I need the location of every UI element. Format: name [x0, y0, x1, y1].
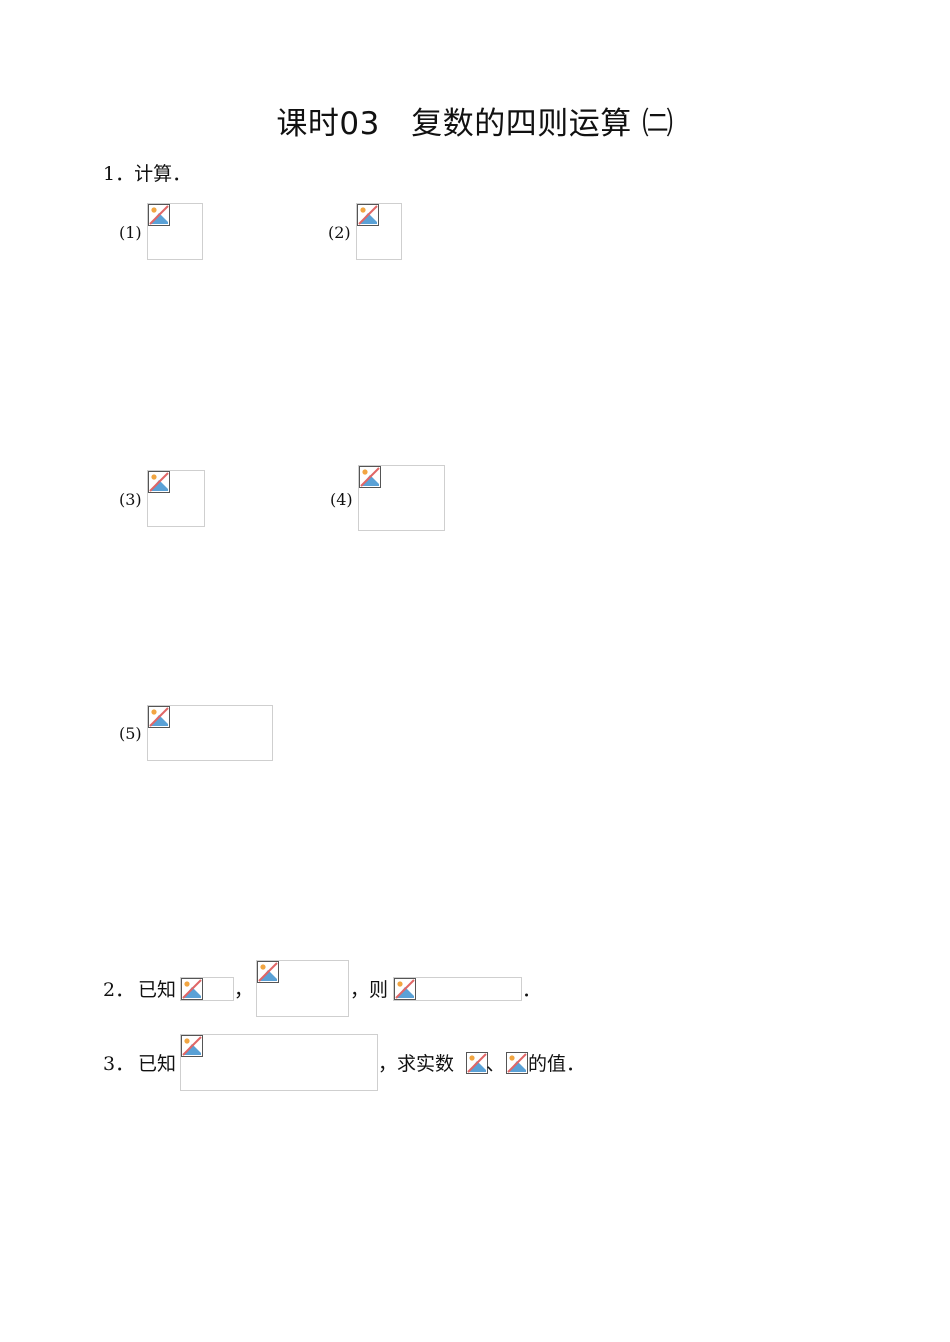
formula-image-3 — [147, 470, 205, 527]
formula-image-5 — [147, 705, 273, 761]
broken-image-icon — [257, 961, 279, 983]
question-2-then: ，则 — [350, 979, 389, 1001]
question-3-number: 3． — [103, 1053, 135, 1075]
question-2-end: ． — [522, 979, 542, 1001]
formula-image-1 — [147, 203, 203, 260]
part-2-label: (2) — [328, 223, 351, 242]
question-3-end: 的值． — [528, 1053, 586, 1075]
part-4-label: (4) — [330, 490, 353, 509]
question-1-label: 1．计算． — [103, 163, 192, 185]
formula-image-2 — [356, 203, 402, 260]
formula-image-q2-b — [256, 960, 349, 1017]
formula-image-q2-c — [393, 977, 522, 1001]
formula-image-4 — [358, 465, 445, 531]
question-3-separator: 、 — [486, 1053, 506, 1075]
question-2-known: 已知 — [138, 979, 177, 1001]
broken-image-icon — [466, 1052, 488, 1074]
broken-image-icon — [181, 978, 203, 1000]
formula-image-q2-a — [180, 977, 234, 1001]
broken-image-icon — [394, 978, 416, 1000]
question-2-comma-1: ， — [234, 979, 254, 1001]
broken-image-icon — [181, 1035, 203, 1057]
page-title: 课时03 复数的四则运算 ㈡ — [276, 106, 674, 142]
broken-image-icon — [359, 466, 381, 488]
formula-image-q3-a — [180, 1034, 378, 1091]
part-1-label: (1) — [119, 223, 142, 242]
question-2-number: 2． — [103, 979, 135, 1001]
question-3-known: 已知 — [138, 1053, 177, 1075]
part-3-label: (3) — [119, 490, 142, 509]
broken-image-icon — [148, 706, 170, 728]
broken-image-icon — [357, 204, 379, 226]
broken-image-icon — [506, 1052, 528, 1074]
broken-image-icon — [148, 204, 170, 226]
part-5-label: (5) — [119, 724, 142, 743]
question-3-find: ，求实数 — [378, 1053, 455, 1075]
broken-image-icon — [148, 471, 170, 493]
